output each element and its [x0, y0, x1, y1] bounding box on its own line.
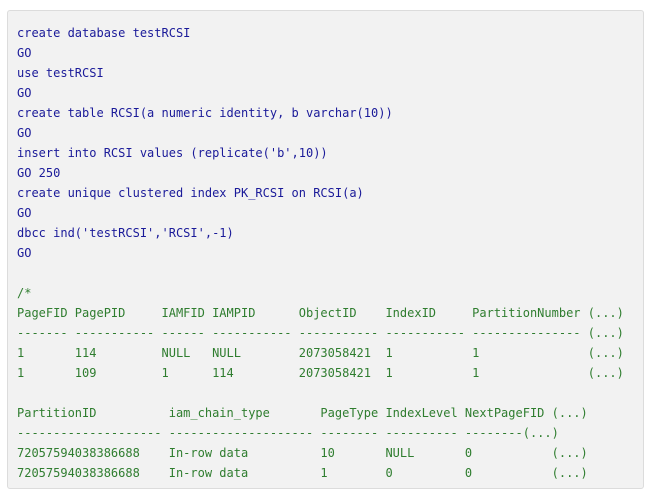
code-line: GO [17, 246, 32, 260]
code-line: 72057594038386688 In-row data 1 0 0 (...… [17, 466, 588, 480]
code-line: GO 250 [17, 166, 61, 180]
code-line: -------------------- -------------------… [17, 426, 559, 440]
code-line: create table RCSI(a numeric identity, b … [17, 106, 393, 120]
code-line [17, 383, 624, 403]
code-line: GO [17, 46, 32, 60]
code-line: GO [17, 86, 32, 100]
code-line: GO [17, 206, 32, 220]
code-line: insert into RCSI values (replicate('b',1… [17, 146, 328, 160]
code-line: /* [17, 286, 32, 300]
code-lines: create database testRCSI GO use testRCSI GO… [17, 23, 624, 483]
code-line: ------- ----------- ------ ----------- -… [17, 326, 624, 340]
code-line: 1 109 1 114 2073058421 1 1 (...) [17, 366, 624, 380]
code-line: PageFID PagePID IAMFID IAMPID ObjectID I… [17, 306, 624, 320]
code-line: 1 114 NULL NULL 2073058421 1 1 (...) [17, 346, 624, 360]
code-line: 72057594038386688 In-row data 10 NULL 0 … [17, 446, 588, 460]
code-line: create database testRCSI [17, 26, 191, 40]
code-line: create unique clustered index PK_RCSI on… [17, 186, 364, 200]
code-line [17, 263, 624, 283]
code-line: GO [17, 126, 32, 140]
code-line: PartitionID iam_chain_type PageType Inde… [17, 406, 588, 420]
code-line: use testRCSI [17, 66, 104, 80]
code-line: dbcc ind('testRCSI','RCSI',-1) [17, 226, 234, 240]
code-block: create database testRCSI GO use testRCSI GO… [7, 10, 644, 489]
